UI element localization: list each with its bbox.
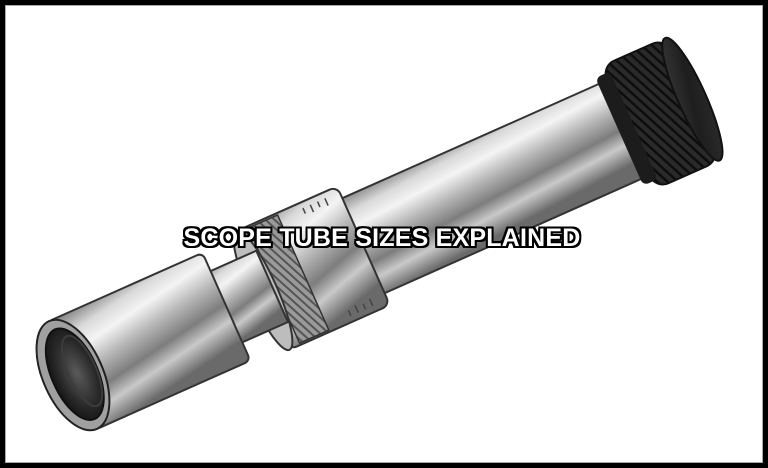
scope-tube-illustration — [35, 36, 724, 432]
hero-canvas: SCOPE TUBE SIZES EXPLAINED — [5, 5, 763, 463]
hero-title: SCOPE TUBE SIZES EXPLAINED — [183, 224, 581, 252]
main-tube — [35, 36, 724, 432]
